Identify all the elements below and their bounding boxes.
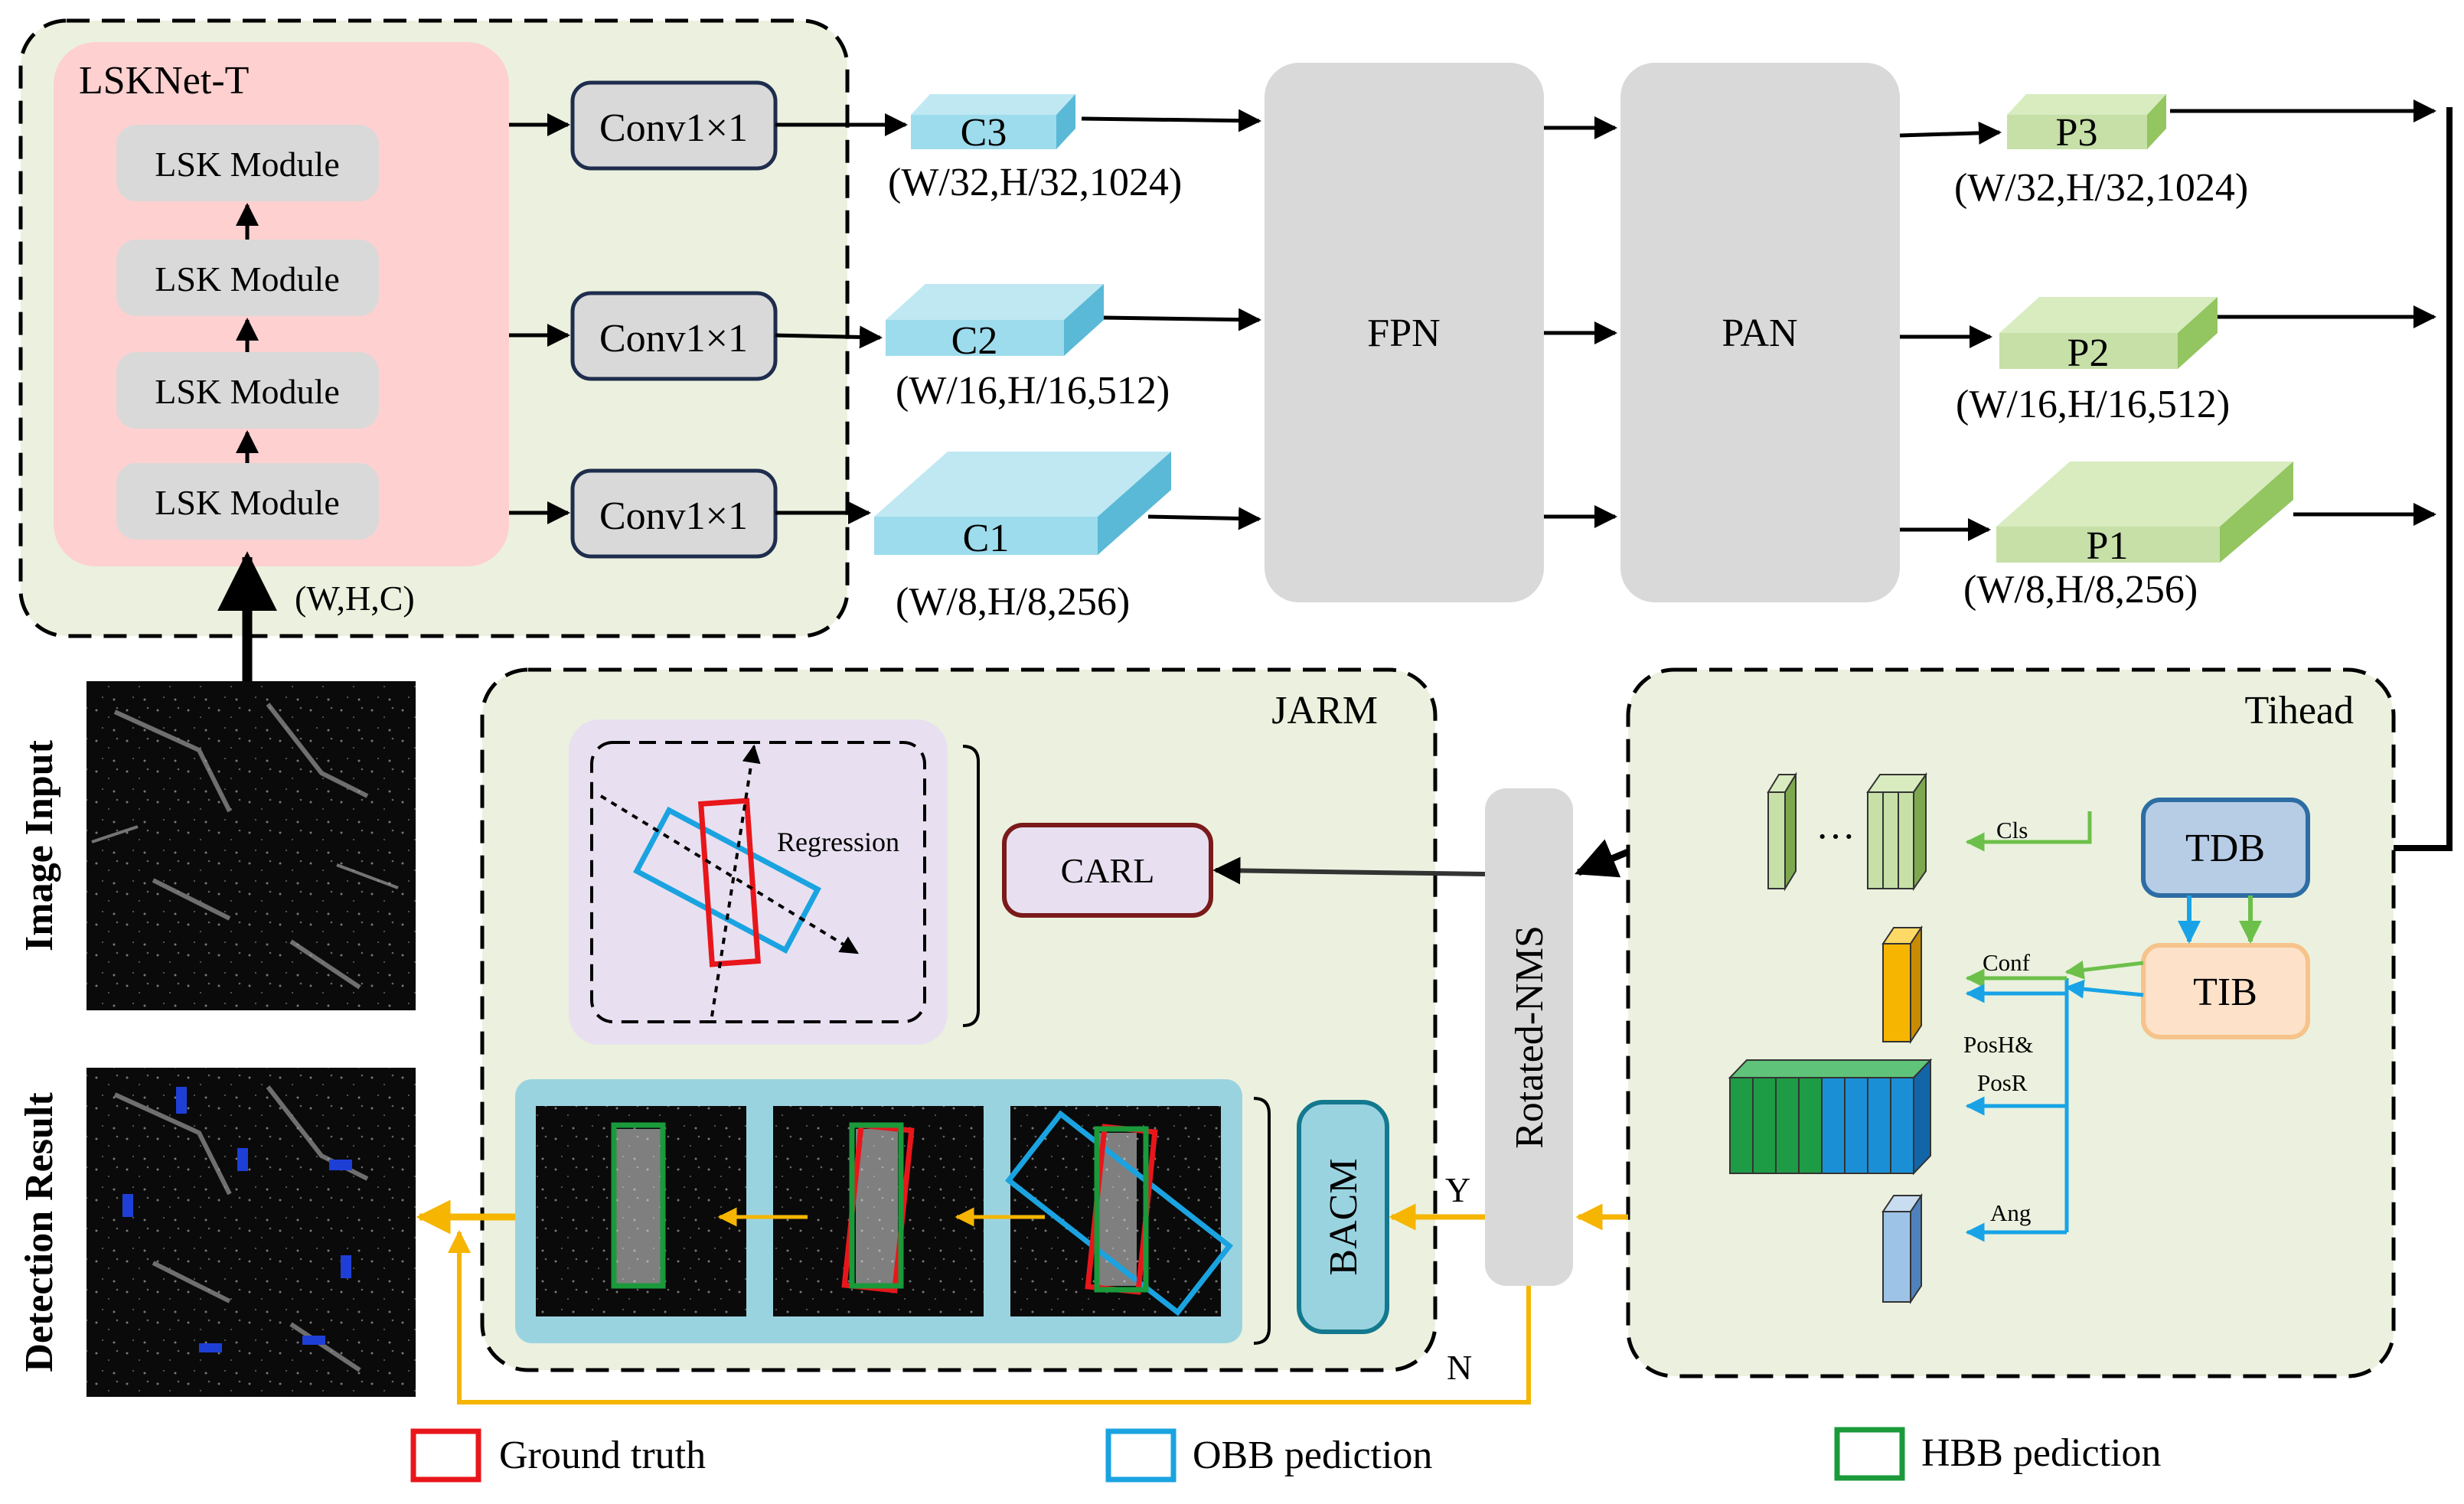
posr-output-label: PosR (1977, 1069, 2028, 1096)
ang-tensor-icon (1881, 1192, 1923, 1305)
lsk-module: LSK Module (116, 463, 379, 540)
cls-output-label: Cls (1996, 817, 2028, 843)
lsk-module: LSK Module (116, 352, 379, 429)
lsk-module: LSK Module (116, 125, 379, 201)
fpn-block: FPN (1265, 63, 1544, 602)
sample-image-strip (515, 1079, 1242, 1343)
feature-map-p3: P3 (W/32,H/32,1024) (1954, 94, 2248, 210)
ang-output-label: Ang (1990, 1199, 2031, 1226)
svg-text:(W/8,H/8,256): (W/8,H/8,256) (896, 580, 1130, 624)
svg-text:Rotated-NMS: Rotated-NMS (1508, 925, 1552, 1149)
regression-label: Regression (777, 827, 899, 857)
svg-text:(W/8,H/8,256): (W/8,H/8,256) (1963, 568, 2198, 612)
sample-image (1004, 1106, 1234, 1316)
tdb-block: TDB (2141, 798, 2310, 898)
svg-text:C2: C2 (951, 319, 998, 363)
svg-text:(W/16,H/16,512): (W/16,H/16,512) (1956, 383, 2230, 426)
backbone-panel: LSKNet-T LSK Module LSK Module LSK Modul… (18, 18, 850, 638)
lsk-module: LSK Module (116, 240, 379, 316)
ellipsis-text: ··· (1816, 815, 1855, 859)
svg-text:C3: C3 (961, 111, 1007, 155)
no-label: N (1447, 1348, 1472, 1387)
bacm-block: BACM (1297, 1100, 1389, 1334)
svg-text:(W/16,H/16,512): (W/16,H/16,512) (896, 369, 1170, 413)
cls-tensor-icon (1767, 772, 1797, 892)
posh-output-label: PosH& (1963, 1031, 2033, 1058)
svg-text:Conv1×1: Conv1×1 (599, 106, 748, 150)
svg-text:BACM: BACM (1322, 1158, 1366, 1275)
svg-text:C1: C1 (963, 517, 1010, 560)
rotated-nms-block: Rotated-NMS (1485, 788, 1573, 1286)
legend-hbb-prediction: HBB pediction (1834, 1427, 2161, 1481)
regression-brace (962, 745, 980, 1027)
svg-text:LSK Module: LSK Module (155, 259, 340, 299)
ground-truth-box (698, 798, 761, 967)
carl-block: CARL (1002, 823, 1213, 918)
feature-map-c2: C2 (W/16,H/16,512) (886, 284, 1170, 413)
conv1x1-block: Conv1×1 (570, 80, 778, 171)
svg-text:TDB: TDB (2185, 827, 2265, 870)
svg-text:TIB: TIB (2193, 971, 2257, 1014)
feature-map-p2: P2 (W/16,H/16,512) (1956, 297, 2230, 426)
legend: Ground truth OBB pediction HBB pediction (410, 1427, 2161, 1483)
conf-tensor-icon (1881, 925, 1923, 1045)
svg-text:Conv1×1: Conv1×1 (599, 494, 748, 538)
no-path-arrow (448, 1230, 1531, 1404)
svg-text:CARL: CARL (1061, 851, 1155, 890)
svg-text:PAN: PAN (1722, 312, 1797, 355)
legend-ground-truth: Ground truth (410, 1428, 706, 1483)
svg-text:Conv1×1: Conv1×1 (599, 317, 748, 361)
svg-text:OBB pediction: OBB pediction (1193, 1434, 1432, 1477)
conf-output-label: Conf (1983, 949, 2031, 976)
yes-label: Y (1445, 1170, 1470, 1209)
detection-result-label: Detection Result (18, 1092, 61, 1372)
svg-text:Ground truth: Ground truth (499, 1434, 706, 1477)
cls-tensor-icon (1866, 772, 1927, 892)
sample-image (536, 1106, 746, 1316)
feature-map-c3: C3 (W/32,H/32,1024) (888, 94, 1182, 204)
jarm-title: JARM (1271, 689, 1378, 732)
feature-map-p1: P1 (W/8,H/8,256) (1963, 462, 2293, 612)
pos-tensor-icon (1728, 1058, 1933, 1176)
svg-text:LSK Module: LSK Module (155, 145, 340, 184)
svg-text:(W/32,H/32,1024): (W/32,H/32,1024) (888, 161, 1182, 204)
tihead-panel: Tihead TDB TIB Cls Conf PosH& PosR Ang (1626, 667, 2396, 1378)
input-image (86, 681, 416, 1010)
sample-image (773, 1106, 984, 1316)
svg-text:LSK Module: LSK Module (155, 372, 340, 411)
svg-text:P3: P3 (2056, 111, 2098, 155)
svg-text:P1: P1 (2087, 524, 2129, 568)
conv1x1-block: Conv1×1 (570, 468, 778, 559)
tihead-title: Tihead (2244, 689, 2354, 732)
tihead-to-nms-arrow (1575, 839, 1630, 878)
tib-block: TIB (2141, 943, 2310, 1039)
regression-illustration: Regression (569, 719, 948, 1045)
pan-block: PAN (1620, 63, 1900, 602)
svg-text:P2: P2 (2067, 331, 2110, 375)
svg-text:(W/32,H/32,1024): (W/32,H/32,1024) (1954, 166, 2248, 210)
feature-map-c1: C1 (W/8,H/8,256) (874, 452, 1171, 624)
image-input-label: Image Input (18, 739, 61, 951)
detection-result-image (86, 1068, 416, 1397)
input-dims-label: (W,H,C) (295, 579, 415, 618)
jarm-panel: JARM Regression CARL (480, 667, 1486, 1387)
svg-text:LSK Module: LSK Module (155, 483, 340, 522)
strip-brace (1253, 1097, 1271, 1345)
svg-text:FPN: FPN (1367, 312, 1440, 355)
nms-to-carl-arrow (1212, 856, 1486, 885)
backbone-title: LSKNet-T (79, 59, 249, 103)
conv1x1-block: Conv1×1 (570, 291, 778, 381)
svg-text:HBB pediction: HBB pediction (1921, 1431, 2161, 1475)
legend-obb-prediction: OBB pediction (1105, 1428, 1432, 1483)
